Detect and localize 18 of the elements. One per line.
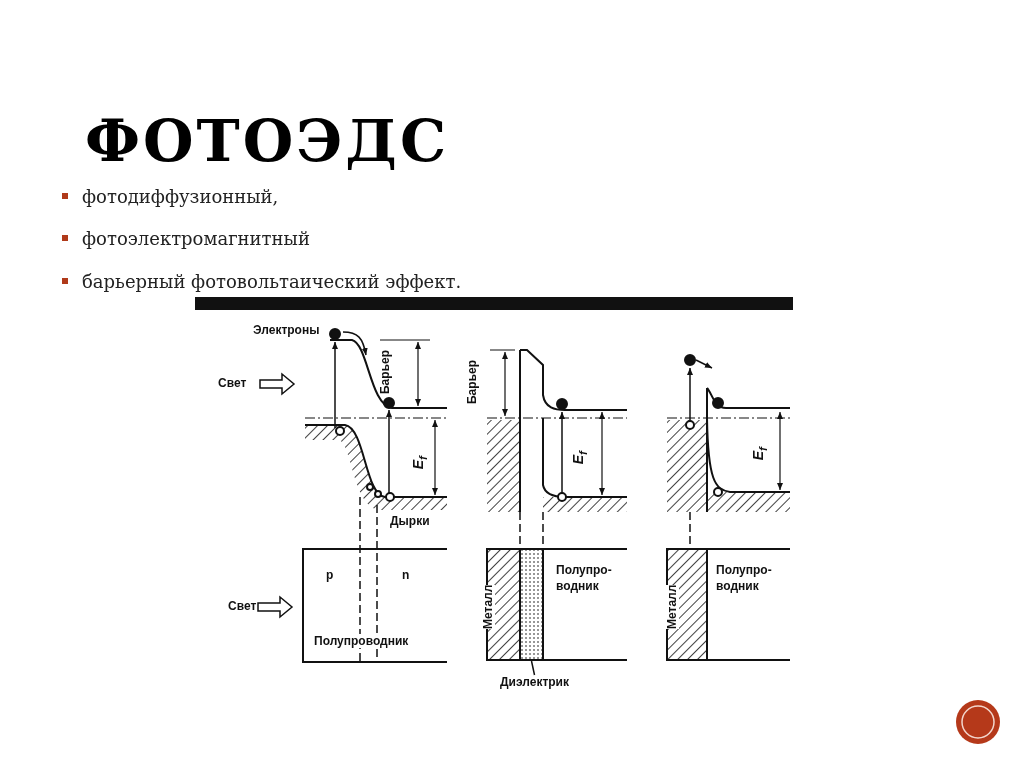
- slide-title: ФОТОЭДС: [85, 112, 450, 170]
- light-label: Свет: [228, 600, 257, 612]
- bullet-text: фотоэлектромагнитный: [82, 228, 310, 249]
- electrons-label: Электроны: [253, 324, 320, 336]
- region-label: n: [402, 569, 410, 581]
- bullet-text: барьерный фотовольтаический эффект.: [82, 271, 462, 292]
- semiconductor-label: Полупроводник: [312, 634, 411, 648]
- dielectric-layer: [519, 548, 544, 661]
- region-label: p: [326, 569, 334, 581]
- semiconductor-label: Полупро- водник: [556, 562, 613, 594]
- holes-label: Дырки: [390, 515, 430, 527]
- metal-label: Металл: [481, 585, 495, 629]
- light-label: Свет: [218, 377, 247, 389]
- dielectric-label: Диэлектрик: [500, 676, 569, 688]
- bullet-text: фотодиффузионный,: [82, 186, 279, 207]
- semiconductor-label: Полупро- водник: [716, 562, 773, 594]
- metal-label: Металл: [665, 585, 679, 629]
- leader-line: [530, 660, 536, 676]
